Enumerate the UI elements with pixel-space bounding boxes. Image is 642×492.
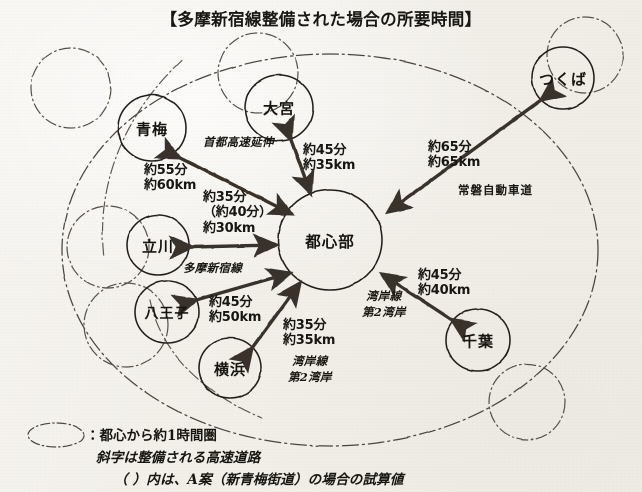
edge-time-hachioji: 約45分 [209, 295, 253, 310]
arrow-tsukuba-toshinbu [384, 76, 567, 215]
node-label-chiba: 千葉 [461, 332, 495, 351]
node-label-tsukuba: つくば [538, 70, 588, 89]
edge-dist-hachioji: 約50km [209, 310, 262, 326]
edge-time-ome: 約55分 [144, 163, 188, 178]
edge-label-hachioji: 約45分 約50km [209, 295, 261, 326]
edge-label-ome: 約55分 約60km [144, 163, 196, 194]
node-circle-ome [117, 94, 187, 162]
road-label-joban-expressway: 常磐自動車道 [458, 183, 533, 197]
edge-label-omiya: 約45分 約35km [303, 143, 355, 174]
edge-label-chiba: 約45分 約40km [418, 268, 470, 299]
legend-line-2: 斜字は整備される高速道路 [96, 450, 261, 466]
edge-time-yokohama: 約35分 [283, 318, 327, 333]
arrow-tachikawa-toshinbu [168, 233, 280, 260]
node-label-omiya: 大宮 [262, 99, 296, 118]
arrow-ome-toshinbu [153, 136, 296, 216]
node-label-ome: 青梅 [135, 120, 169, 139]
edge-dist-tachikawa: 約30km [203, 220, 256, 236]
edge-dist-chiba: 約40km [418, 283, 471, 299]
page-title: 【多摩新宿線整備された場合の所要時間】 [160, 10, 482, 29]
road-label-tama-shinjuku-line: 多摩新宿線 [183, 261, 242, 275]
edge-label-tsukuba: 約65分 約65km [428, 140, 480, 171]
edge-label-yokohama: 約35分 約35km [283, 318, 335, 349]
legend-line-3: （ ）内は、A案（新青梅街道）の場合の試算値 [114, 472, 404, 488]
road-label-wangan-yokohama-1: 湾岸線 [292, 354, 328, 368]
edge-label-tachikawa: 約35分 （約40分） 約30km [203, 190, 272, 236]
edge-time-omiya: 約45分 [303, 143, 347, 158]
arrow-chiba-toshinbu [378, 271, 479, 343]
arrow-yokohama-toshinbu [228, 279, 303, 374]
road-label-wangan-yokohama-2: 第2湾岸 [288, 370, 332, 384]
edge-dist-tsukuba: 約65km [428, 155, 481, 171]
node-label-yokohama: 横浜 [213, 360, 247, 379]
edge-dist-ome: 約60km [144, 178, 197, 194]
edge-dist-omiya: 約35km [303, 158, 356, 174]
node-label-tachikawa: 立川 [141, 237, 175, 256]
city-node-circles [117, 46, 595, 399]
one-hour-marker-circles [30, 16, 624, 441]
legend-dashdot-circle-icon [27, 422, 85, 448]
edge-time-chiba: 約45分 [418, 268, 462, 283]
arrow-omiya-toshinbu [271, 114, 315, 198]
edge-dist-yokohama: 約35km [283, 333, 336, 349]
one-hour-inner-arcs [101, 59, 263, 419]
one-hour-zone-ellipse [61, 53, 599, 447]
travel-arrows [153, 76, 567, 374]
edge-time-alt-tachikawa: （約40分） [203, 205, 272, 221]
road-label-wangan-chiba-2: 第2湾岸 [362, 305, 406, 319]
legend-line-1: ：都心から約1時間圏 [86, 428, 217, 444]
road-label-shutoko-extension: 首都高速延伸 [203, 135, 274, 149]
edge-time-tsukuba: 約65分 [428, 140, 472, 155]
node-label-toshinbu: 都心部 [305, 232, 355, 251]
node-label-hachioji: 八王子 [144, 306, 190, 322]
edge-time-tachikawa: 約35分 [203, 190, 247, 205]
road-label-wangan-chiba-1: 湾岸線 [366, 289, 402, 303]
